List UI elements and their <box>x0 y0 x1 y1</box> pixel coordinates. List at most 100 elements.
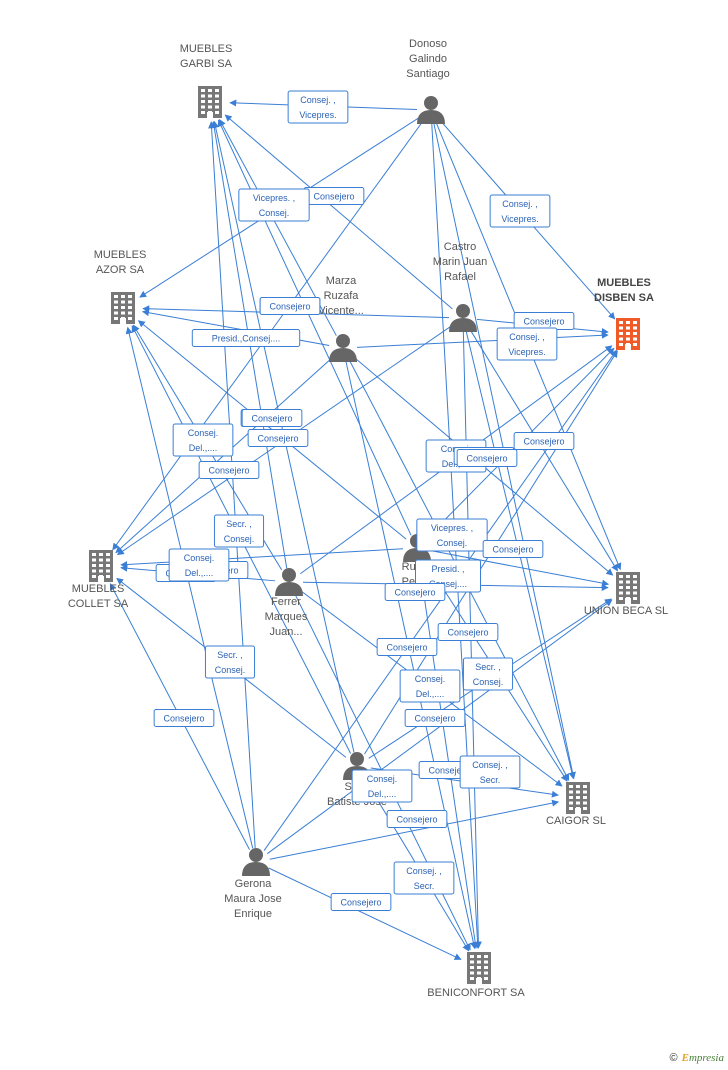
relation-label-rubio-collet[interactable]: Consej.Del.,.... <box>168 548 230 582</box>
building-door <box>575 808 581 814</box>
building-window <box>470 977 474 980</box>
company-node-unionbeca[interactable]: UNION BECA SL <box>584 572 668 617</box>
relation-label-overlap[interactable]: Consejero <box>456 449 518 467</box>
relation-text: Consej.... <box>429 579 467 589</box>
brand-rest: mpresia <box>688 1052 724 1064</box>
relation-label-ferrer-disben[interactable]: Consejero <box>198 461 260 479</box>
building-window <box>106 564 110 567</box>
node-label: MUEBLES <box>597 277 651 289</box>
building-window <box>569 801 573 805</box>
person-head <box>282 568 296 582</box>
relation-label-sanz-beniconfort[interactable]: Consej.Del.,.... <box>399 669 461 703</box>
relation-text: Consej. , <box>472 760 508 770</box>
building-door <box>625 598 631 604</box>
person-node-ferrer[interactable]: FerrerMarquesJuan... <box>265 568 308 638</box>
relation-label-ferrer-collet[interactable]: Secr. ,Consej. <box>213 514 265 548</box>
relation-box <box>172 423 234 457</box>
building-window <box>201 105 205 109</box>
relation-box <box>404 709 466 727</box>
building-window <box>576 785 580 788</box>
footer-brand: ©Empresia <box>670 1052 725 1064</box>
relation-label-rubio-garbi[interactable]: Consejero <box>247 429 309 447</box>
relation-box <box>259 297 321 315</box>
copyright-symbol: © <box>669 1052 678 1064</box>
relation-label-marza-disben[interactable]: Consej. ,Vicepres. <box>496 327 558 361</box>
relation-label-overlap[interactable]: Consej. ,Secr. <box>393 861 455 895</box>
building-window <box>215 105 219 109</box>
person-icon <box>449 304 477 332</box>
relation-label-rubio-disben[interactable]: Consejero <box>513 432 575 450</box>
relation-label-gerona-collet[interactable]: Consejero <box>153 709 215 727</box>
relation-label-marza-garbi[interactable]: Consejero <box>259 297 321 315</box>
relation-label-castro-garbi[interactable]: Vicepres. ,Consej. <box>238 188 310 222</box>
relation-label-rubio-beniconfort[interactable]: Consejero <box>482 540 544 558</box>
relation-label-rubio-unionbeca[interactable]: Vicepres. ,Consej. <box>416 518 488 552</box>
building-icon <box>89 550 113 582</box>
relation-label-gerona-caigor[interactable]: Consejero <box>376 638 438 656</box>
relation-label-overlap[interactable]: Consejero <box>241 409 303 427</box>
relation-box <box>287 90 349 124</box>
relation-label-overlap[interactable]: Consejero <box>384 583 446 601</box>
relation-label-marza-azor[interactable]: Presid.,Consej.... <box>191 329 301 347</box>
building-window <box>626 337 630 341</box>
relation-text: Consejero <box>492 545 533 555</box>
node-label: Galindo <box>409 53 447 65</box>
relation-label-donoso-garbi[interactable]: Consej. ,Vicepres. <box>287 90 349 124</box>
building-window <box>99 569 103 573</box>
building-window <box>626 586 630 589</box>
building-window <box>619 337 623 341</box>
company-node-beniconfort[interactable]: BENICONFORT SA <box>427 952 525 999</box>
person-node-marza[interactable]: MarzaRuzafaVicente... <box>318 275 364 362</box>
relation-label-castro-disben[interactable]: Consejero <box>513 312 575 330</box>
building-window <box>208 89 212 92</box>
relation-label-overlap[interactable]: Consejero <box>386 810 448 828</box>
relation-text: Del.,.... <box>189 443 218 453</box>
node-label: Enrique <box>234 908 272 920</box>
person-icon <box>329 334 357 362</box>
relation-text: Consej. , <box>300 95 336 105</box>
relation-label-donoso-azor[interactable]: Consejero <box>303 187 365 205</box>
relation-label-sanz-disben[interactable]: Consej.Del.,.... <box>351 769 413 803</box>
building-window <box>114 311 118 315</box>
building-door <box>476 978 482 984</box>
person-body <box>275 582 303 596</box>
building-window <box>619 343 623 346</box>
building-window <box>576 796 580 799</box>
relation-text: Consej. , <box>502 199 538 209</box>
relation-label-gerona-beniconfort[interactable]: Consejero <box>330 893 392 911</box>
relation-label-overlap[interactable]: Consej. ,Secr. <box>459 755 521 789</box>
relation-text: Vicepres. <box>508 347 545 357</box>
building-window <box>583 796 587 799</box>
person-head <box>249 848 263 862</box>
relation-label-gerona-unionbeca[interactable]: Consejero <box>437 623 499 641</box>
building-window <box>583 801 587 805</box>
building-window <box>128 300 132 304</box>
building-window <box>99 564 103 567</box>
relation-label-sanz-unionbeca[interactable]: Secr. ,Consej. <box>462 657 514 691</box>
building-window <box>114 300 118 304</box>
relation-label-donoso-disben[interactable]: Consej. ,Vicepres. <box>489 194 551 228</box>
building-window <box>633 580 637 584</box>
relation-box <box>386 810 448 828</box>
building-window <box>583 790 587 794</box>
building-window <box>470 960 474 964</box>
edge-castro-unionbeca <box>469 329 618 572</box>
building-window <box>106 558 110 562</box>
node-label: AZOR SA <box>96 264 145 276</box>
relation-label-sanz-caigor[interactable]: Consejero <box>404 709 466 727</box>
person-head <box>456 304 470 318</box>
relation-label-sanz-collet[interactable]: Secr. ,Consej. <box>204 645 256 679</box>
edge-gerona-beniconfort <box>268 867 462 960</box>
company-node-caigor[interactable]: CAIGOR SL <box>546 782 606 827</box>
relation-text: Consejero <box>163 714 204 724</box>
building-window <box>633 321 637 324</box>
relation-label-ferrer-azor[interactable]: Consej.Del.,.... <box>172 423 234 457</box>
node-label: COLLET SA <box>68 598 129 610</box>
